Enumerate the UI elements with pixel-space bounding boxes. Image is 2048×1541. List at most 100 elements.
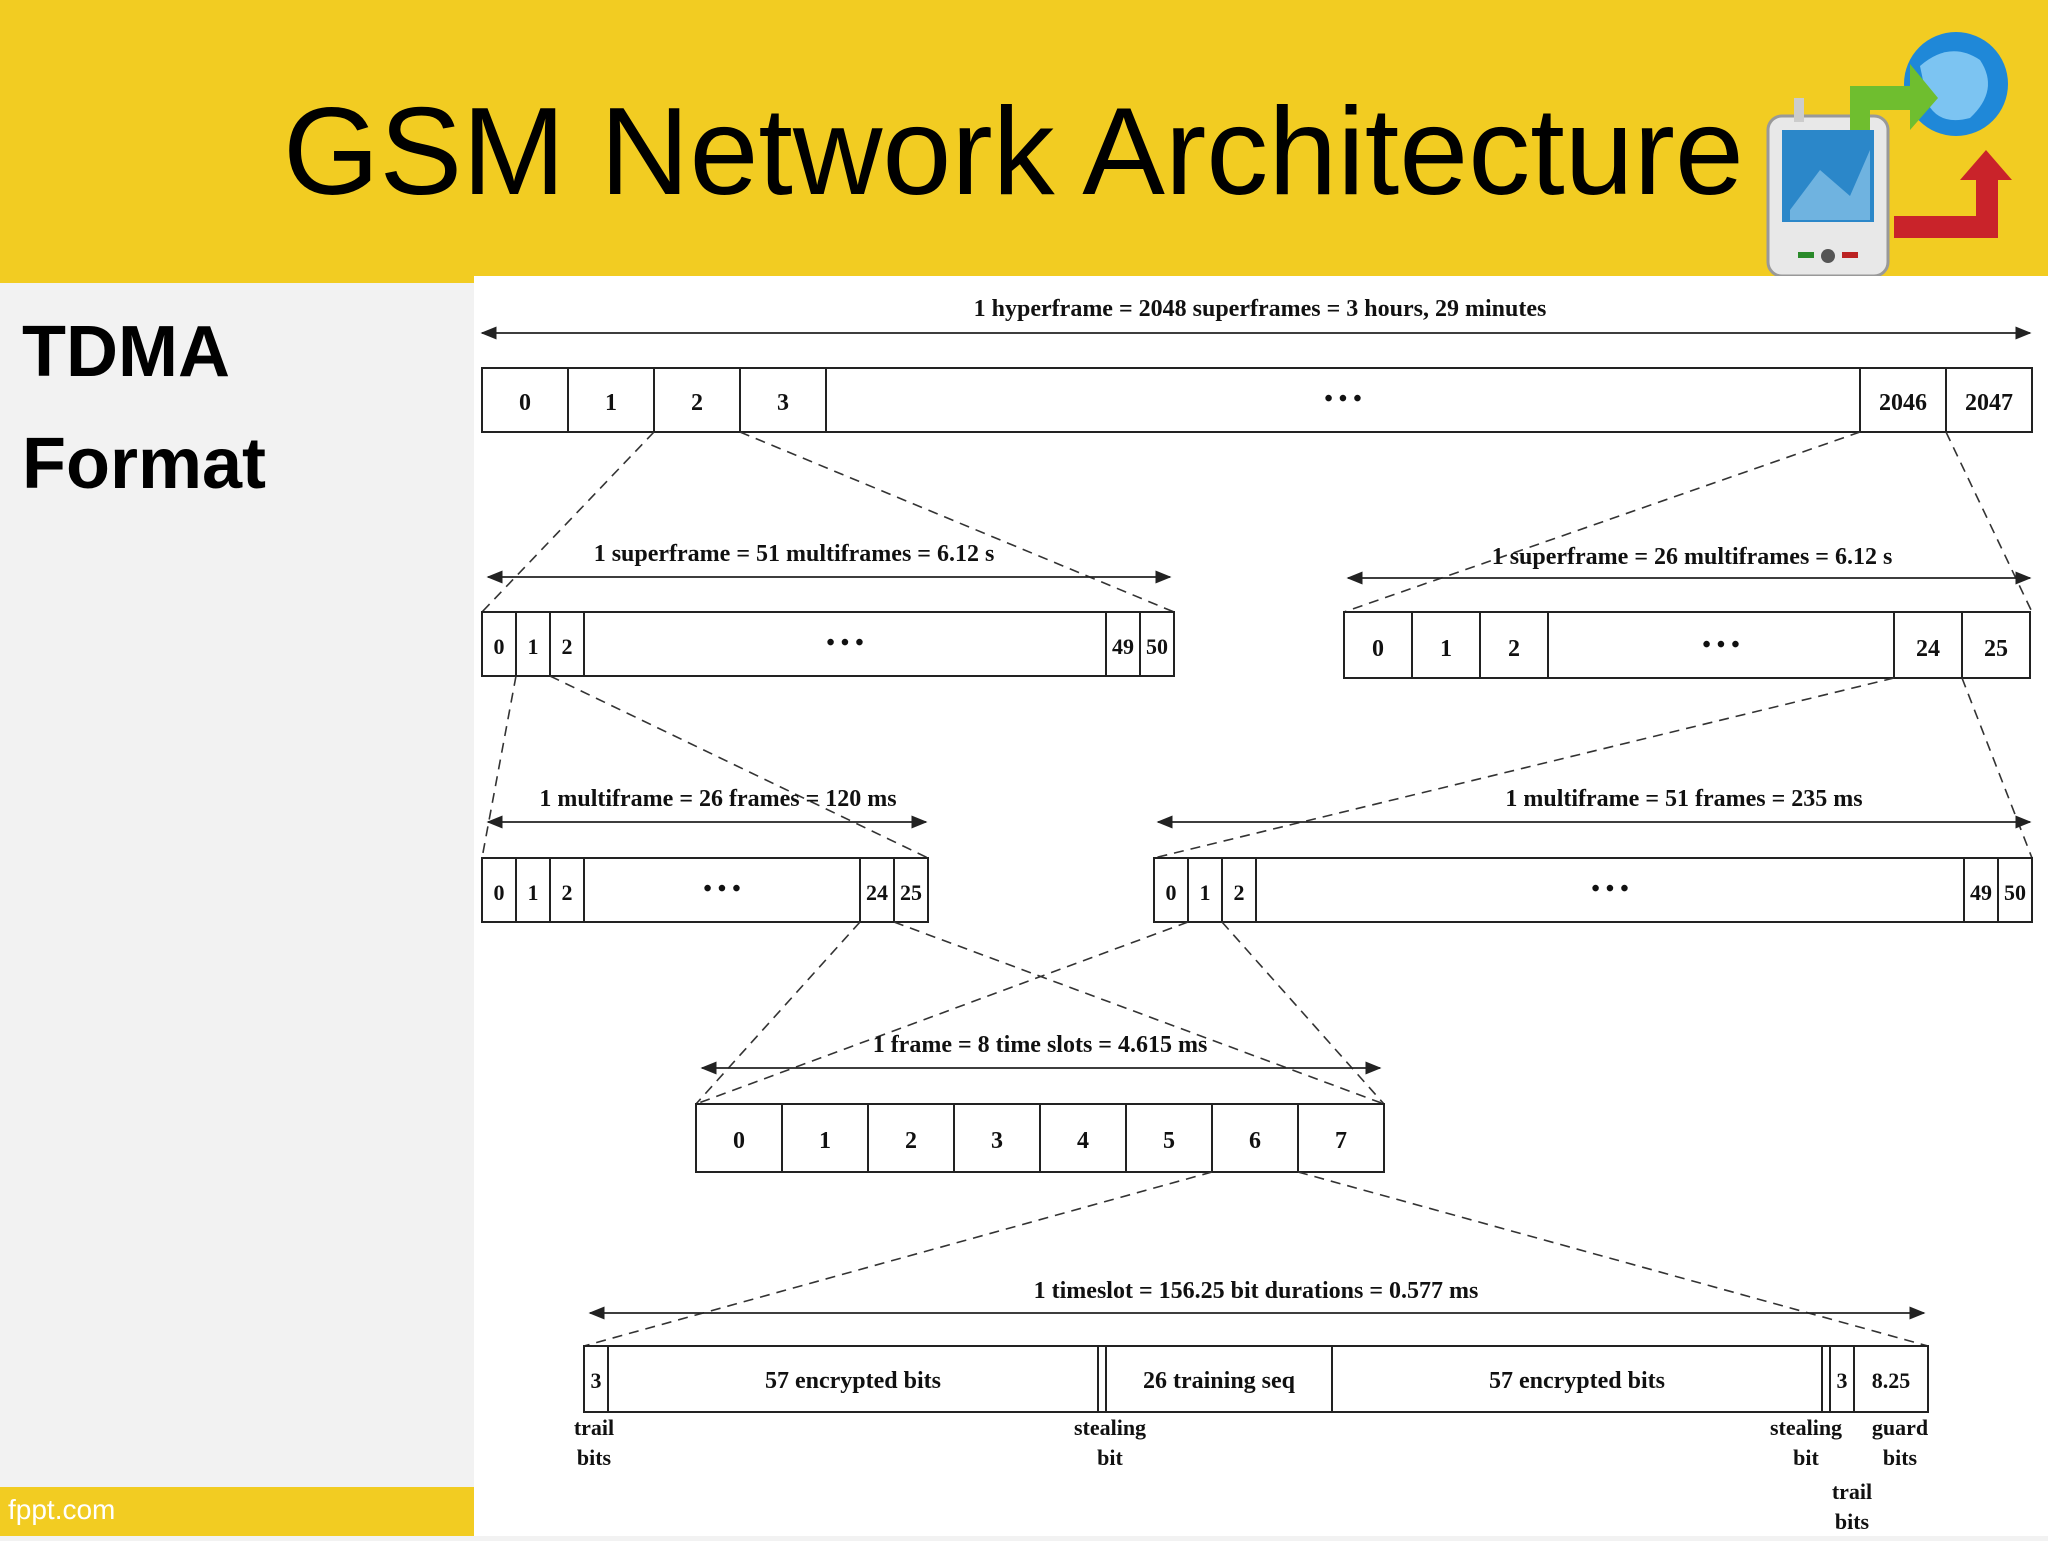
hyperframe-cell [481, 367, 569, 433]
frame-slot-cell [953, 1103, 1041, 1173]
superframe-right-label: 1 superframe = 26 multiframes = 6.12 s [1492, 544, 1893, 570]
superframe-left-cell-ellipsis [583, 611, 1107, 677]
multiframe-right-cell [1963, 857, 1999, 923]
sidebar-panel [0, 283, 474, 1536]
header-bar [0, 0, 2048, 283]
timeslot-encrypted-bits-cell [607, 1345, 1099, 1413]
expansion-line [481, 675, 517, 859]
hyperframe-ellipsis: • • • [1324, 386, 1361, 412]
multiframe-left-cell-label: 1 [528, 880, 539, 905]
multiframe-right-cell [1153, 857, 1189, 923]
superframe-right-ellipsis: • • • [1702, 632, 1739, 658]
frame-slot-label: 0 [733, 1128, 745, 1154]
expansion-line [695, 921, 1189, 1105]
superframe-left-cell [1139, 611, 1175, 677]
annotation-guard-bits-line1: guard [1872, 1415, 1928, 1440]
superframe-left-cell [481, 611, 517, 677]
expansion-line [1343, 431, 1861, 613]
multiframe-left-cell [893, 857, 929, 923]
superframe-right-cell [1479, 611, 1549, 679]
expansion-line [695, 921, 861, 1105]
superframe-left-cell-label: 1 [528, 634, 539, 659]
expansion-line [739, 431, 1175, 613]
multiframe-left-label: 1 multiframe = 26 frames = 120 ms [539, 786, 896, 812]
superframe-right-cell [1961, 611, 2031, 679]
annotation-stealing-bit-right-line2: bit [1793, 1445, 1819, 1470]
multiframe-left-cell-label: 24 [866, 880, 888, 905]
footer-brand: fppt.com [8, 1494, 116, 1525]
expansion-line [583, 1171, 1213, 1347]
superframe-left-ellipsis: • • • [826, 630, 863, 656]
hyperframe-cell [739, 367, 827, 433]
hyperframe-cell-label: 2047 [1965, 390, 2013, 416]
expansion-line [549, 675, 929, 859]
superframe-right-cell [1893, 611, 1963, 679]
timeslot-annotations: trail bits stealing bit stealing bit gua… [574, 1415, 1928, 1534]
multiframe-left-cell [549, 857, 585, 923]
frame-slot-cell [781, 1103, 869, 1173]
expansion-line [1961, 677, 2033, 859]
footer-bar [0, 1487, 474, 1536]
frame-slot-cell [1297, 1103, 1385, 1173]
hyperframe-cell-label: 3 [777, 390, 789, 416]
sidebar-line-1: TDMA [22, 312, 230, 392]
frame-slot-label: 3 [991, 1128, 1003, 1154]
multiframe-left-cell [859, 857, 895, 923]
timeslot-encrypted-bits-label: 57 encrypted bits [765, 1368, 941, 1394]
superframe-left-label: 1 superframe = 51 multiframes = 6.12 s [594, 541, 995, 567]
superframe-right-cell-label: 1 [1440, 636, 1452, 662]
hyperframe-cell [1945, 367, 2033, 433]
page-title: GSM Network Architecture [283, 83, 1744, 221]
frame-slot-label: 6 [1249, 1128, 1261, 1154]
timeslot-stealing-bit-cell [1097, 1345, 1107, 1413]
timeslot-tail-bits-value: 3 [591, 1368, 602, 1393]
hyperframe-cell-ellipsis [825, 367, 1861, 433]
multiframe-right-cell-ellipsis [1255, 857, 1965, 923]
expansion-line [1945, 431, 2033, 613]
multiframe-left-ellipsis: • • • [703, 876, 740, 902]
sidebar-heading: TDMA Format [22, 296, 266, 520]
annotation-guard-bits-line2: bits [1883, 1445, 1918, 1470]
frame-label: 1 frame = 8 time slots = 4.615 ms [873, 1032, 1208, 1058]
superframe-right-cell-label: 0 [1372, 636, 1384, 662]
annotation-trail-bits-right-line2: bits [1835, 1509, 1870, 1534]
hyperframe-cell-label: 2046 [1879, 390, 1927, 416]
expansion-line [481, 431, 655, 613]
timeslot-stealing-bit-cell [1821, 1345, 1831, 1413]
mobile-phone-globe-icon [1766, 32, 2012, 278]
superframe-left-cell [515, 611, 551, 677]
annotation-stealing-bit-left-line1: stealing [1074, 1415, 1146, 1440]
timeslot-encrypted-bits-cell [1331, 1345, 1823, 1413]
frame-slot-label: 4 [1077, 1128, 1089, 1154]
sidebar-line-2: Format [22, 424, 267, 504]
hyperframe-cell-label: 2 [691, 390, 703, 416]
timeslot-encrypted-bits-label: 57 encrypted bits [1489, 1368, 1665, 1394]
timeslot-label: 1 timeslot = 156.25 bit durations = 0.57… [1034, 1278, 1479, 1304]
timeslot-guard-bits-value: 8.25 [1872, 1368, 1911, 1393]
hyperframe-row: 0 1 2 3 • • • 2046 2047 [481, 367, 2033, 433]
annotation-stealing-bit-left-line2: bit [1097, 1445, 1123, 1470]
frame-row: 0 1 2 3 4 5 6 7 [695, 1103, 1385, 1173]
timeslot-tail-bits-cell [583, 1345, 609, 1413]
multiframe-left-cell-label: 0 [494, 880, 505, 905]
superframe-left-cell [1105, 611, 1141, 677]
superframe-right-cell-label: 24 [1916, 636, 1940, 662]
superframe-right-cell-ellipsis [1547, 611, 1895, 679]
superframe-left-cell-label: 49 [1112, 634, 1134, 659]
frame-slot-label: 1 [819, 1128, 831, 1154]
annotation-trail-bits-left-line1: trail [574, 1415, 614, 1440]
tdma-diagram-panel: 1 hyperframe = 2048 superframes = 3 hour… [474, 276, 2048, 1536]
frame-slot-label: 7 [1335, 1128, 1347, 1154]
multiframe-right-cell [1997, 857, 2033, 923]
annotation-trail-bits-left-line2: bits [577, 1445, 612, 1470]
superframe-right-row: 0 1 2 • • • 24 25 [1343, 611, 2031, 679]
hyperframe-label: 1 hyperframe = 2048 superframes = 3 hour… [974, 296, 1547, 322]
timeslot-row: 3 57 encrypted bits 26 training seq 57 e… [583, 1345, 1929, 1413]
tdma-frame-hierarchy-diagram: 1 hyperframe = 2048 superframes = 3 hour… [480, 296, 2033, 1534]
superframe-right-cell-label: 25 [1984, 636, 2008, 662]
multiframe-right-cell-label: 2 [1234, 880, 1245, 905]
timeslot-guard-bits-cell [1853, 1345, 1929, 1413]
expansion-line [1297, 1171, 1929, 1347]
superframe-right-cell [1343, 611, 1413, 679]
multiframe-right-ellipsis: • • • [1591, 876, 1628, 902]
